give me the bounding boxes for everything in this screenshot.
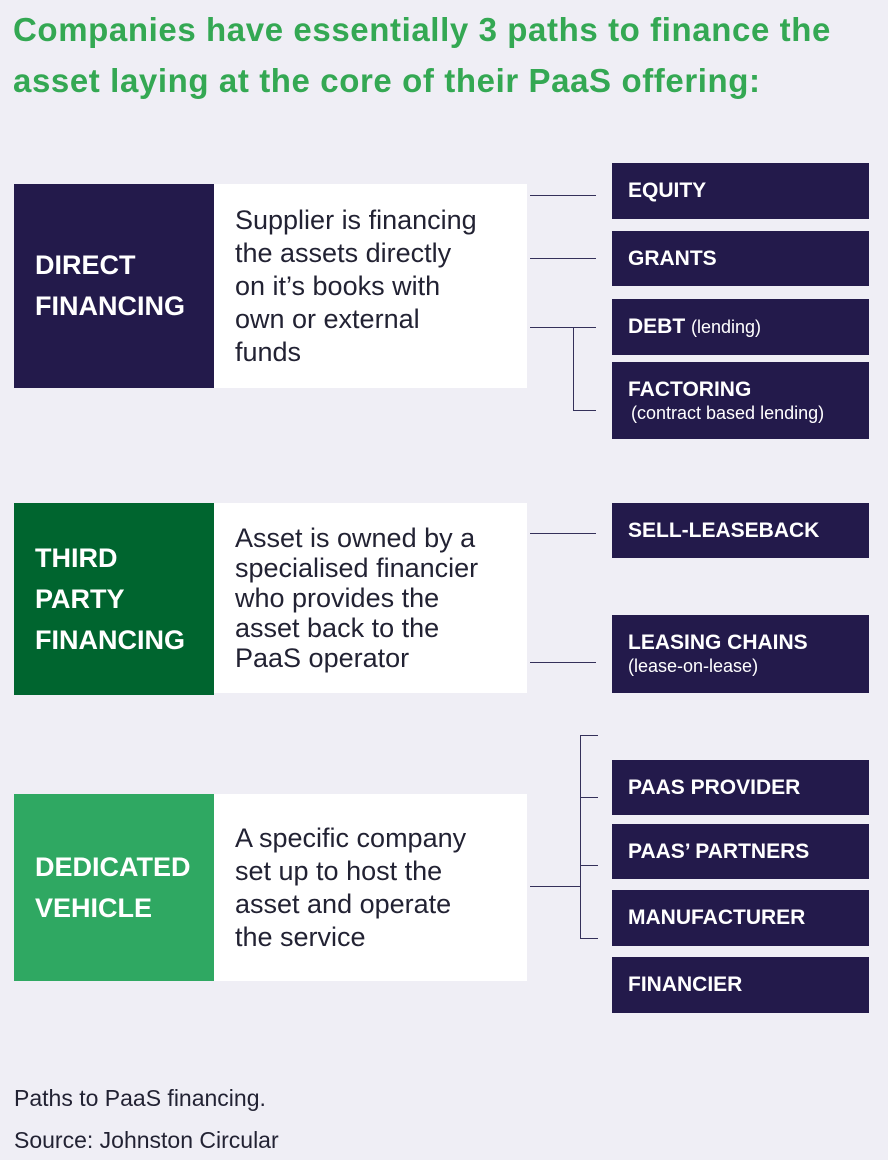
- connector-manufacturer: [580, 938, 598, 939]
- connector-equity: [530, 195, 596, 196]
- option-debt: DEBT (lending): [612, 299, 869, 355]
- option-leasing-chains: LEASING CHAINS (lease-on-lease): [612, 615, 869, 693]
- option-label: PAAS PROVIDER: [628, 775, 801, 799]
- connector-debt-factoring-vertical: [573, 327, 574, 411]
- connector-sell-leaseback: [530, 533, 596, 534]
- connector-dedicated-top: [580, 735, 598, 736]
- option-label: FACTORING: [628, 377, 752, 401]
- option-sell-leaseback: SELL-LEASEBACK: [612, 503, 869, 558]
- option-financier: FINANCIER: [612, 957, 869, 1013]
- option-sub: (lease-on-lease): [628, 656, 759, 676]
- option-label: SELL-LEASEBACK: [628, 518, 820, 542]
- option-label: PAAS’ PARTNERS: [628, 839, 810, 863]
- connector-factoring: [573, 410, 596, 411]
- direct-financing-description: Supplier is financing the assets directl…: [214, 184, 527, 388]
- connector-grants: [530, 258, 596, 259]
- third-party-financing-description: Asset is owned by a specialised financie…: [214, 503, 527, 693]
- option-paas-provider: PAAS PROVIDER: [612, 760, 869, 815]
- dedicated-vehicle-label: DEDICATED VEHICLE: [14, 794, 214, 981]
- caption-source: Source: Johnston Circular: [14, 1127, 279, 1153]
- third-party-financing-label: THIRD PARTY FINANCING: [14, 503, 214, 695]
- connector-leasing-chains: [530, 662, 596, 663]
- connector-dedicated-main: [530, 886, 580, 887]
- option-label: MANUFACTURER: [628, 906, 806, 929]
- dedicated-vehicle-description: A specific company set up to host the as…: [214, 794, 527, 981]
- option-sub: (contract based lending): [631, 402, 825, 423]
- option-manufacturer: MANUFACTURER: [612, 890, 869, 946]
- option-label: EQUITY: [628, 179, 707, 202]
- option-factoring: FACTORING (contract based lending): [612, 362, 869, 439]
- option-label: GRANTS: [628, 246, 717, 270]
- direct-financing-label: DIRECT FINANCING: [14, 184, 214, 388]
- caption-title: Paths to PaaS financing.: [14, 1085, 266, 1111]
- option-sub: (lending): [691, 317, 762, 337]
- connector-dedicated-vertical: [580, 735, 581, 939]
- option-label: FINANCIER: [628, 973, 743, 996]
- page-title: Companies have essentially 3 paths to fi…: [13, 11, 831, 99]
- connector-paas-partners: [580, 865, 598, 866]
- option-label: DEBT: [628, 315, 686, 338]
- connector-paas-provider: [580, 797, 598, 798]
- option-equity: EQUITY: [612, 163, 869, 219]
- connector-debt: [530, 327, 596, 328]
- option-label: LEASING CHAINS: [628, 631, 808, 654]
- option-grants: GRANTS: [612, 231, 869, 286]
- option-paas-partners: PAAS’ PARTNERS: [612, 824, 869, 879]
